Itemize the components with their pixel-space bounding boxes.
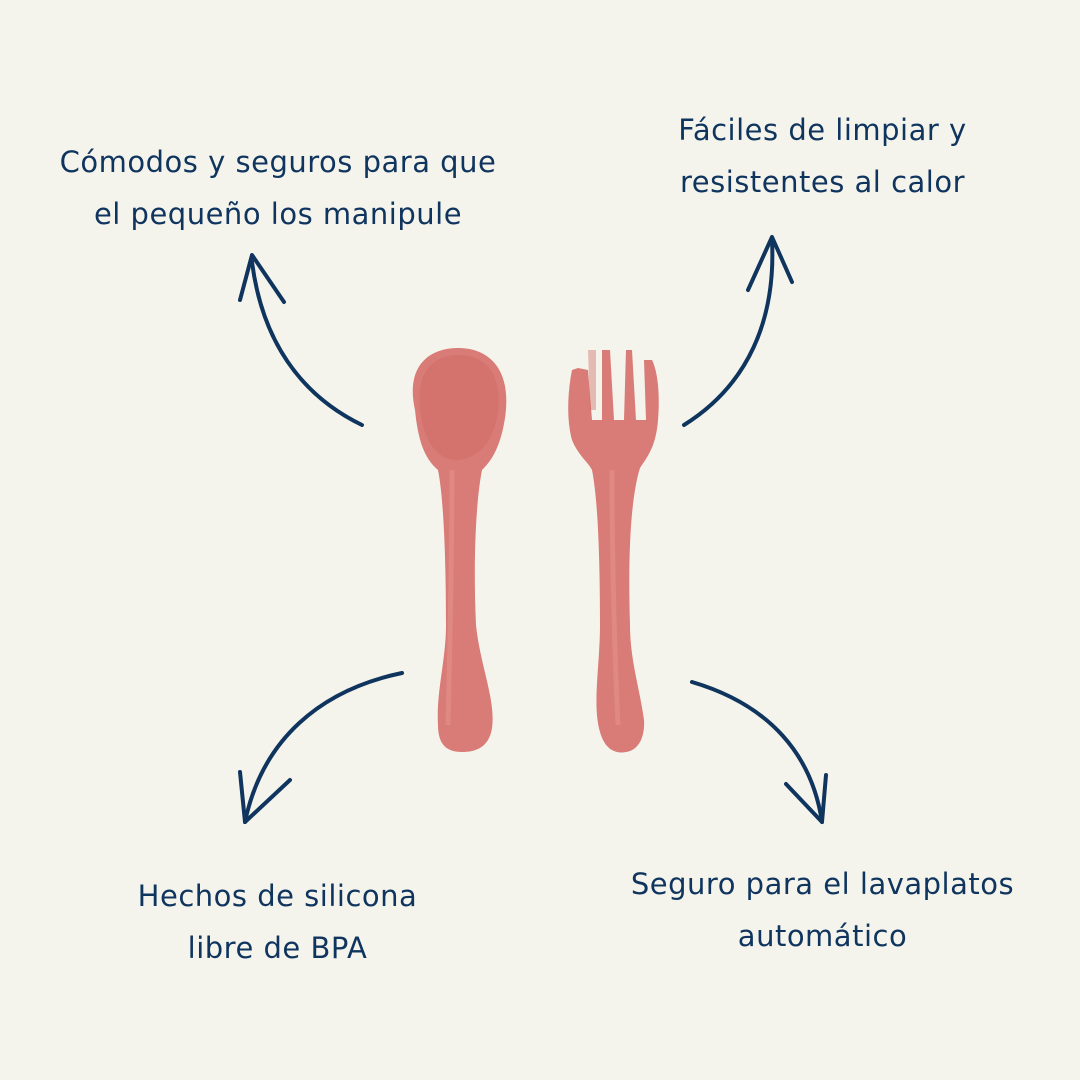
- feature-bpa-free: Hechos de silicona libre de BPA: [110, 870, 445, 974]
- feature-comfort-line1: Cómodos y seguros para que: [59, 145, 497, 179]
- fork-image: [568, 350, 659, 753]
- feature-comfort-line2: el pequeño los manipule: [93, 197, 463, 231]
- arrow-up-left-icon: [238, 253, 364, 427]
- feature-bpa-free-line1: Hechos de silicona: [137, 879, 418, 913]
- feature-dishwasher-line1: Seguro para el lavaplatos: [630, 867, 1015, 901]
- feature-easy-clean-line1: Fáciles de limpiar y: [678, 113, 967, 147]
- feature-dishwasher-line2: automático: [737, 919, 908, 953]
- feature-comfort-safety: Cómodos y seguros para que el pequeño lo…: [18, 136, 538, 240]
- feature-easy-clean-line2: resistentes al calor: [679, 165, 966, 199]
- feature-bpa-free-line2: libre de BPA: [187, 931, 368, 965]
- arrow-down-left-icon: [238, 671, 404, 824]
- feature-dishwasher-safe: Seguro para el lavaplatos automático: [595, 858, 1050, 962]
- arrow-up-right-icon: [682, 235, 794, 427]
- arrow-down-right-icon: [690, 680, 828, 824]
- spoon-image: [412, 348, 507, 752]
- feature-easy-clean: Fáciles de limpiar y resistentes al calo…: [610, 104, 1035, 208]
